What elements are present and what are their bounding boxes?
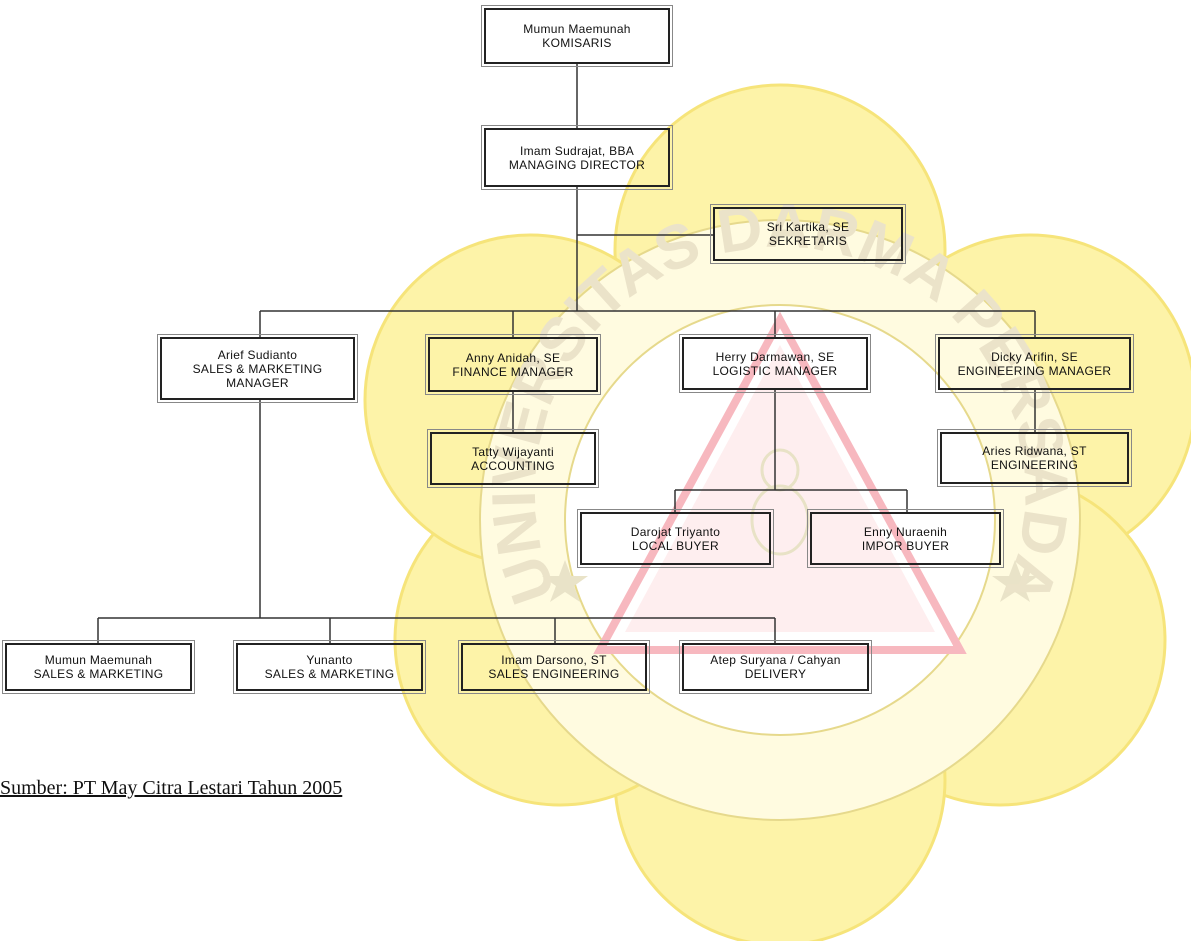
node-role-line2: MANAGER <box>226 375 289 390</box>
node-name: Dicky Arifin, SE <box>991 349 1078 364</box>
node-logistic-manager: Herry Darmawan, SE LOGISTIC MANAGER <box>679 334 871 393</box>
node-finance-manager: Anny Anidah, SE FINANCE MANAGER <box>425 334 601 395</box>
node-managing-director: Imam Sudrajat, BBA MANAGING DIRECTOR <box>481 125 673 190</box>
seal-star-right <box>992 560 1038 602</box>
node-delivery: Atep Suryana / Cahyan DELIVERY <box>679 640 872 694</box>
node-name: Herry Darmawan, SE <box>715 349 835 364</box>
node-name: Aries Ridwana, ST <box>982 444 1087 458</box>
node-role: ENGINEERING <box>990 458 1079 472</box>
node-sales-marketing-2: Yunanto SALES & MARKETING <box>233 640 426 694</box>
node-role: LOGISTIC MANAGER <box>712 363 838 378</box>
node-role-line1: SALES & MARKETING <box>192 361 323 376</box>
node-name: Imam Sudrajat, BBA <box>519 143 635 158</box>
node-sales-engineering: Imam Darsono, ST SALES ENGINEERING <box>458 640 650 694</box>
node-name: Imam Darsono, ST <box>501 653 607 667</box>
node-accounting: Tatty Wijayanti ACCOUNTING <box>427 429 599 488</box>
source-caption: Sumber: PT May Citra Lestari Tahun 2005 <box>0 777 343 799</box>
node-role: LOCAL BUYER <box>632 538 719 553</box>
node-sales-marketing-manager: Arief Sudianto SALES & MARKETING MANAGER <box>157 334 358 403</box>
node-role: KOMISARIS <box>542 36 612 50</box>
node-komisaris: Mumun Maemunah KOMISARIS <box>481 5 673 67</box>
node-sales-marketing-1: Mumun Maemunah SALES & MARKETING <box>2 640 195 694</box>
node-name: Enny Nuraenih <box>863 524 948 539</box>
node-role: SEKRETARIS <box>768 234 848 248</box>
node-role: SALES & MARKETING <box>264 667 395 681</box>
seal-triangle <box>593 311 967 654</box>
node-role: DELIVERY <box>744 667 807 681</box>
seal-star-left <box>542 560 588 602</box>
node-name: Tatty Wijayanti <box>472 444 554 459</box>
node-engineering: Aries Ridwana, ST ENGINEERING <box>937 429 1132 487</box>
node-role: SALES ENGINEERING <box>488 667 620 681</box>
node-name: Yunanto <box>306 653 353 667</box>
node-role: ACCOUNTING <box>471 458 555 473</box>
node-sekretaris: Sri Kartika, SE SEKRETARIS <box>710 204 906 264</box>
node-role: SALES & MARKETING <box>33 667 164 681</box>
node-name: Arief Sudianto <box>217 347 298 362</box>
node-impor-buyer: Enny Nuraenih IMPOR BUYER <box>807 509 1004 568</box>
node-name: Sri Kartika, SE <box>766 220 850 234</box>
node-engineering-manager: Dicky Arifin, SE ENGINEERING MANAGER <box>935 334 1134 393</box>
node-name: Darojat Triyanto <box>630 524 721 539</box>
node-name: Anny Anidah, SE <box>465 350 561 365</box>
node-name: Mumun Maemunah <box>523 22 631 36</box>
node-local-buyer: Darojat Triyanto LOCAL BUYER <box>577 509 774 568</box>
node-role: IMPOR BUYER <box>861 538 950 553</box>
node-name: Atep Suryana / Cahyan <box>710 653 841 667</box>
node-name: Mumun Maemunah <box>44 653 153 667</box>
node-role: FINANCE MANAGER <box>452 364 574 379</box>
node-role: MANAGING DIRECTOR <box>508 157 646 172</box>
node-role: ENGINEERING MANAGER <box>957 363 1112 378</box>
